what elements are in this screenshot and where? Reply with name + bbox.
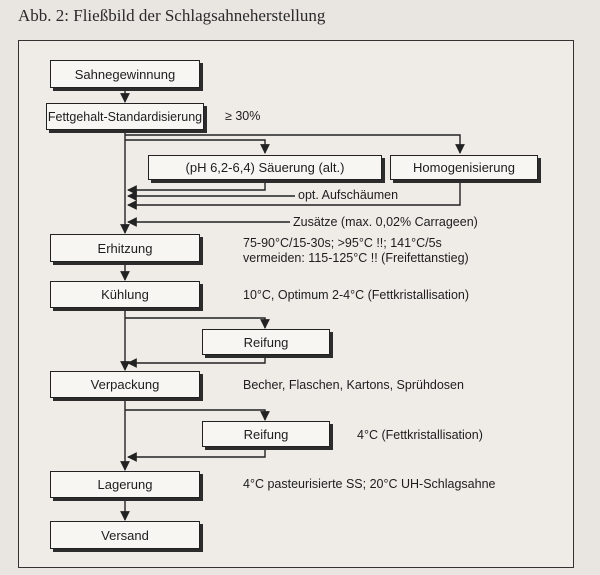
return-reifung-1 bbox=[127, 355, 266, 368]
return-homogenisierung bbox=[127, 180, 461, 210]
note-zusaetze: Zusätze (max. 0,02% Carrageen) bbox=[293, 215, 478, 229]
branch-to-saeuerung bbox=[125, 139, 270, 154]
branch-to-reifung-2 bbox=[125, 409, 270, 421]
note-erhitzung-2: vermeiden: 115-125°C !! (Freifettanstieg… bbox=[243, 251, 469, 265]
note-verpackung: Becher, Flaschen, Kartons, Sprühdosen bbox=[243, 378, 464, 392]
box-erhitzung: Erhitzung bbox=[50, 234, 200, 262]
box-saeuerung: (pH 6,2-6,4) Säuerung (alt.) bbox=[148, 155, 382, 180]
box-reifung-2: Reifung bbox=[202, 421, 330, 447]
box-versand: Versand bbox=[50, 521, 200, 549]
box-verpackung: Verpackung bbox=[50, 371, 200, 398]
return-saeuerung bbox=[127, 180, 266, 195]
box-fettgehalt-standardisierung: Fettgehalt-Standardisierung bbox=[46, 103, 204, 130]
note-lagerung: 4°C pasteurisierte SS; 20°C UH-Schlagsah… bbox=[243, 477, 496, 491]
note-fettgehalt: ≥ 30% bbox=[225, 109, 261, 123]
box-sahnegewinnung: Sahnegewinnung bbox=[50, 60, 200, 88]
figure-caption: Abb. 2: Fließbild der Schlagsahneherstel… bbox=[18, 6, 326, 25]
branch-to-homogenisierung bbox=[125, 134, 465, 154]
note-kuehlung: 10°C, Optimum 2-4°C (Fettkristallisation… bbox=[243, 288, 470, 302]
box-kuehlung: Kühlung bbox=[50, 281, 200, 308]
note-aufschaeumen: opt. Aufschäumen bbox=[298, 188, 399, 202]
branch-to-reifung-1 bbox=[125, 317, 270, 329]
box-homogenisierung: Homogenisierung bbox=[390, 155, 538, 180]
box-reifung-1: Reifung bbox=[202, 329, 330, 355]
note-reifung-2: 4°C (Fettkristallisation) bbox=[357, 428, 483, 442]
note-erhitzung-1: 75-90°C/15-30s; >95°C !!; 141°C/5s bbox=[243, 236, 442, 250]
box-lagerung: Lagerung bbox=[50, 471, 200, 498]
return-reifung-2 bbox=[127, 447, 266, 462]
